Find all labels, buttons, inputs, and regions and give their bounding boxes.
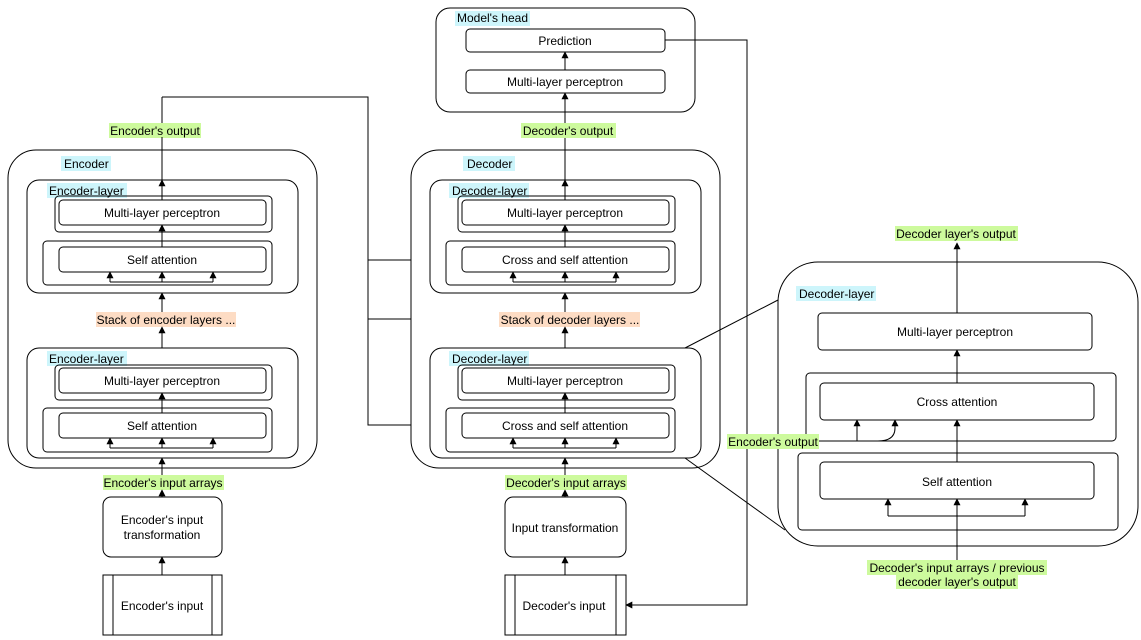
decoder-stack-label: Stack of decoder layers ... xyxy=(501,313,640,327)
detail-self-residual xyxy=(797,452,1119,531)
decoder-input-label: Decoder's input xyxy=(522,599,606,613)
encoder-layer-upper-title: Encoder-layer xyxy=(49,184,124,198)
decoder-lower-mlp-label: Multi-layer perceptron xyxy=(507,374,623,388)
encoder-input-box xyxy=(102,574,223,636)
decoder-stack-label-bg xyxy=(499,312,640,327)
detail-input-label-2: decoder layer's output xyxy=(898,575,1016,589)
detail-self-attn-label: Self attention xyxy=(922,475,992,489)
decoder-lower-mlp-residual xyxy=(457,364,676,401)
decoder-layer-upper-title: Decoder-layer xyxy=(452,184,527,198)
encoder-upper-mlp-label: Multi-layer perceptron xyxy=(104,206,220,220)
prediction-label: Prediction xyxy=(538,34,591,48)
encoder-input-arrays-label: Encoder's input arrays xyxy=(103,476,222,490)
decoder-upper-mlp-label: Multi-layer perceptron xyxy=(507,206,623,220)
detail-input-label-1: Decoder's input arrays / previous xyxy=(869,561,1044,575)
encoder-output-label: Encoder's output xyxy=(110,124,200,138)
decoder-layer-lower-title-bg xyxy=(449,351,529,366)
detail-layer-title: Decoder-layer xyxy=(799,287,874,301)
decoder-input-arrays-label-bg xyxy=(505,475,627,490)
head-mlp-label: Multi-layer perceptron xyxy=(507,75,623,89)
decoder-title: Decoder xyxy=(467,157,512,171)
detail-encoder-output-label-bg xyxy=(727,434,819,449)
detail-encoder-output-arrow-2 xyxy=(877,419,899,442)
detail-layer-title-bg xyxy=(796,286,876,301)
model-head-title-bg xyxy=(455,11,530,26)
detail-input-label-bg-2 xyxy=(896,574,1018,589)
decoder-lower-attn-residual xyxy=(445,407,676,453)
encoder-transformation-box xyxy=(102,496,223,558)
detail-output-label: Decoder layer's output xyxy=(896,227,1016,241)
zoom-line-top xyxy=(684,299,779,349)
decoder-transformation-label: Input transformation xyxy=(512,521,619,535)
decoder-layer-upper-title-bg xyxy=(449,183,529,198)
encoder-transformation-label-2: transformation xyxy=(124,528,201,542)
encoder-layer-lower-title-bg xyxy=(47,351,127,366)
encoder-title: Encoder xyxy=(64,157,109,171)
detail-mlp-label: Multi-layer perceptron xyxy=(897,325,1013,339)
decoder-output-label: Decoder's output xyxy=(523,124,614,138)
decoder-input-arrays-label: Decoder's input arrays xyxy=(506,476,626,490)
encoder-stack-label-bg xyxy=(96,312,236,327)
encoder-transformation-label-1: Encoder's input xyxy=(121,513,204,527)
encoder-title-bg xyxy=(61,156,111,171)
detail-cross-residual xyxy=(805,372,1117,442)
encoder-lower-attn-label: Self attention xyxy=(127,419,197,433)
encoder-upper-attn-residual xyxy=(42,240,273,286)
encoder-layer-upper-title-bg xyxy=(47,183,127,198)
prediction-feedback-connection xyxy=(625,39,748,609)
detail-encoder-output-label: Encoder's output xyxy=(728,435,818,449)
decoder-upper-attn-residual xyxy=(445,240,676,286)
encoder-output-label-bg xyxy=(109,123,201,138)
detail-input-label-bg-1 xyxy=(867,560,1047,575)
model-head-title: Model's head xyxy=(457,11,528,25)
decoder-layer-lower-title: Decoder-layer xyxy=(452,352,527,366)
detail-output-label-bg xyxy=(895,226,1018,241)
encoder-upper-mlp-residual xyxy=(54,195,273,233)
encoder-input-arrays-label-bg xyxy=(103,475,224,490)
encoder-stack-label: Stack of encoder layers ... xyxy=(97,313,236,327)
encoder-upper-attn-label: Self attention xyxy=(127,253,197,267)
detail-cross-attn-label: Cross attention xyxy=(917,395,998,409)
decoder-output-label-bg xyxy=(521,123,616,138)
encoder-lower-attn-residual xyxy=(42,407,273,453)
decoder-upper-mlp-residual xyxy=(457,195,676,233)
encoder-layer-lower-title: Encoder-layer xyxy=(49,352,124,366)
decoder-input-box xyxy=(504,574,627,636)
decoder-upper-attn-label: Cross and self attention xyxy=(502,253,628,267)
encoder-lower-mlp-residual xyxy=(54,364,273,401)
decoder-title-bg xyxy=(463,156,515,171)
zoom-line-bottom xyxy=(684,457,786,531)
encoder-input-label: Encoder's input xyxy=(121,599,204,613)
encoder-lower-mlp-label: Multi-layer perceptron xyxy=(104,374,220,388)
decoder-lower-attn-label: Cross and self attention xyxy=(502,419,628,433)
